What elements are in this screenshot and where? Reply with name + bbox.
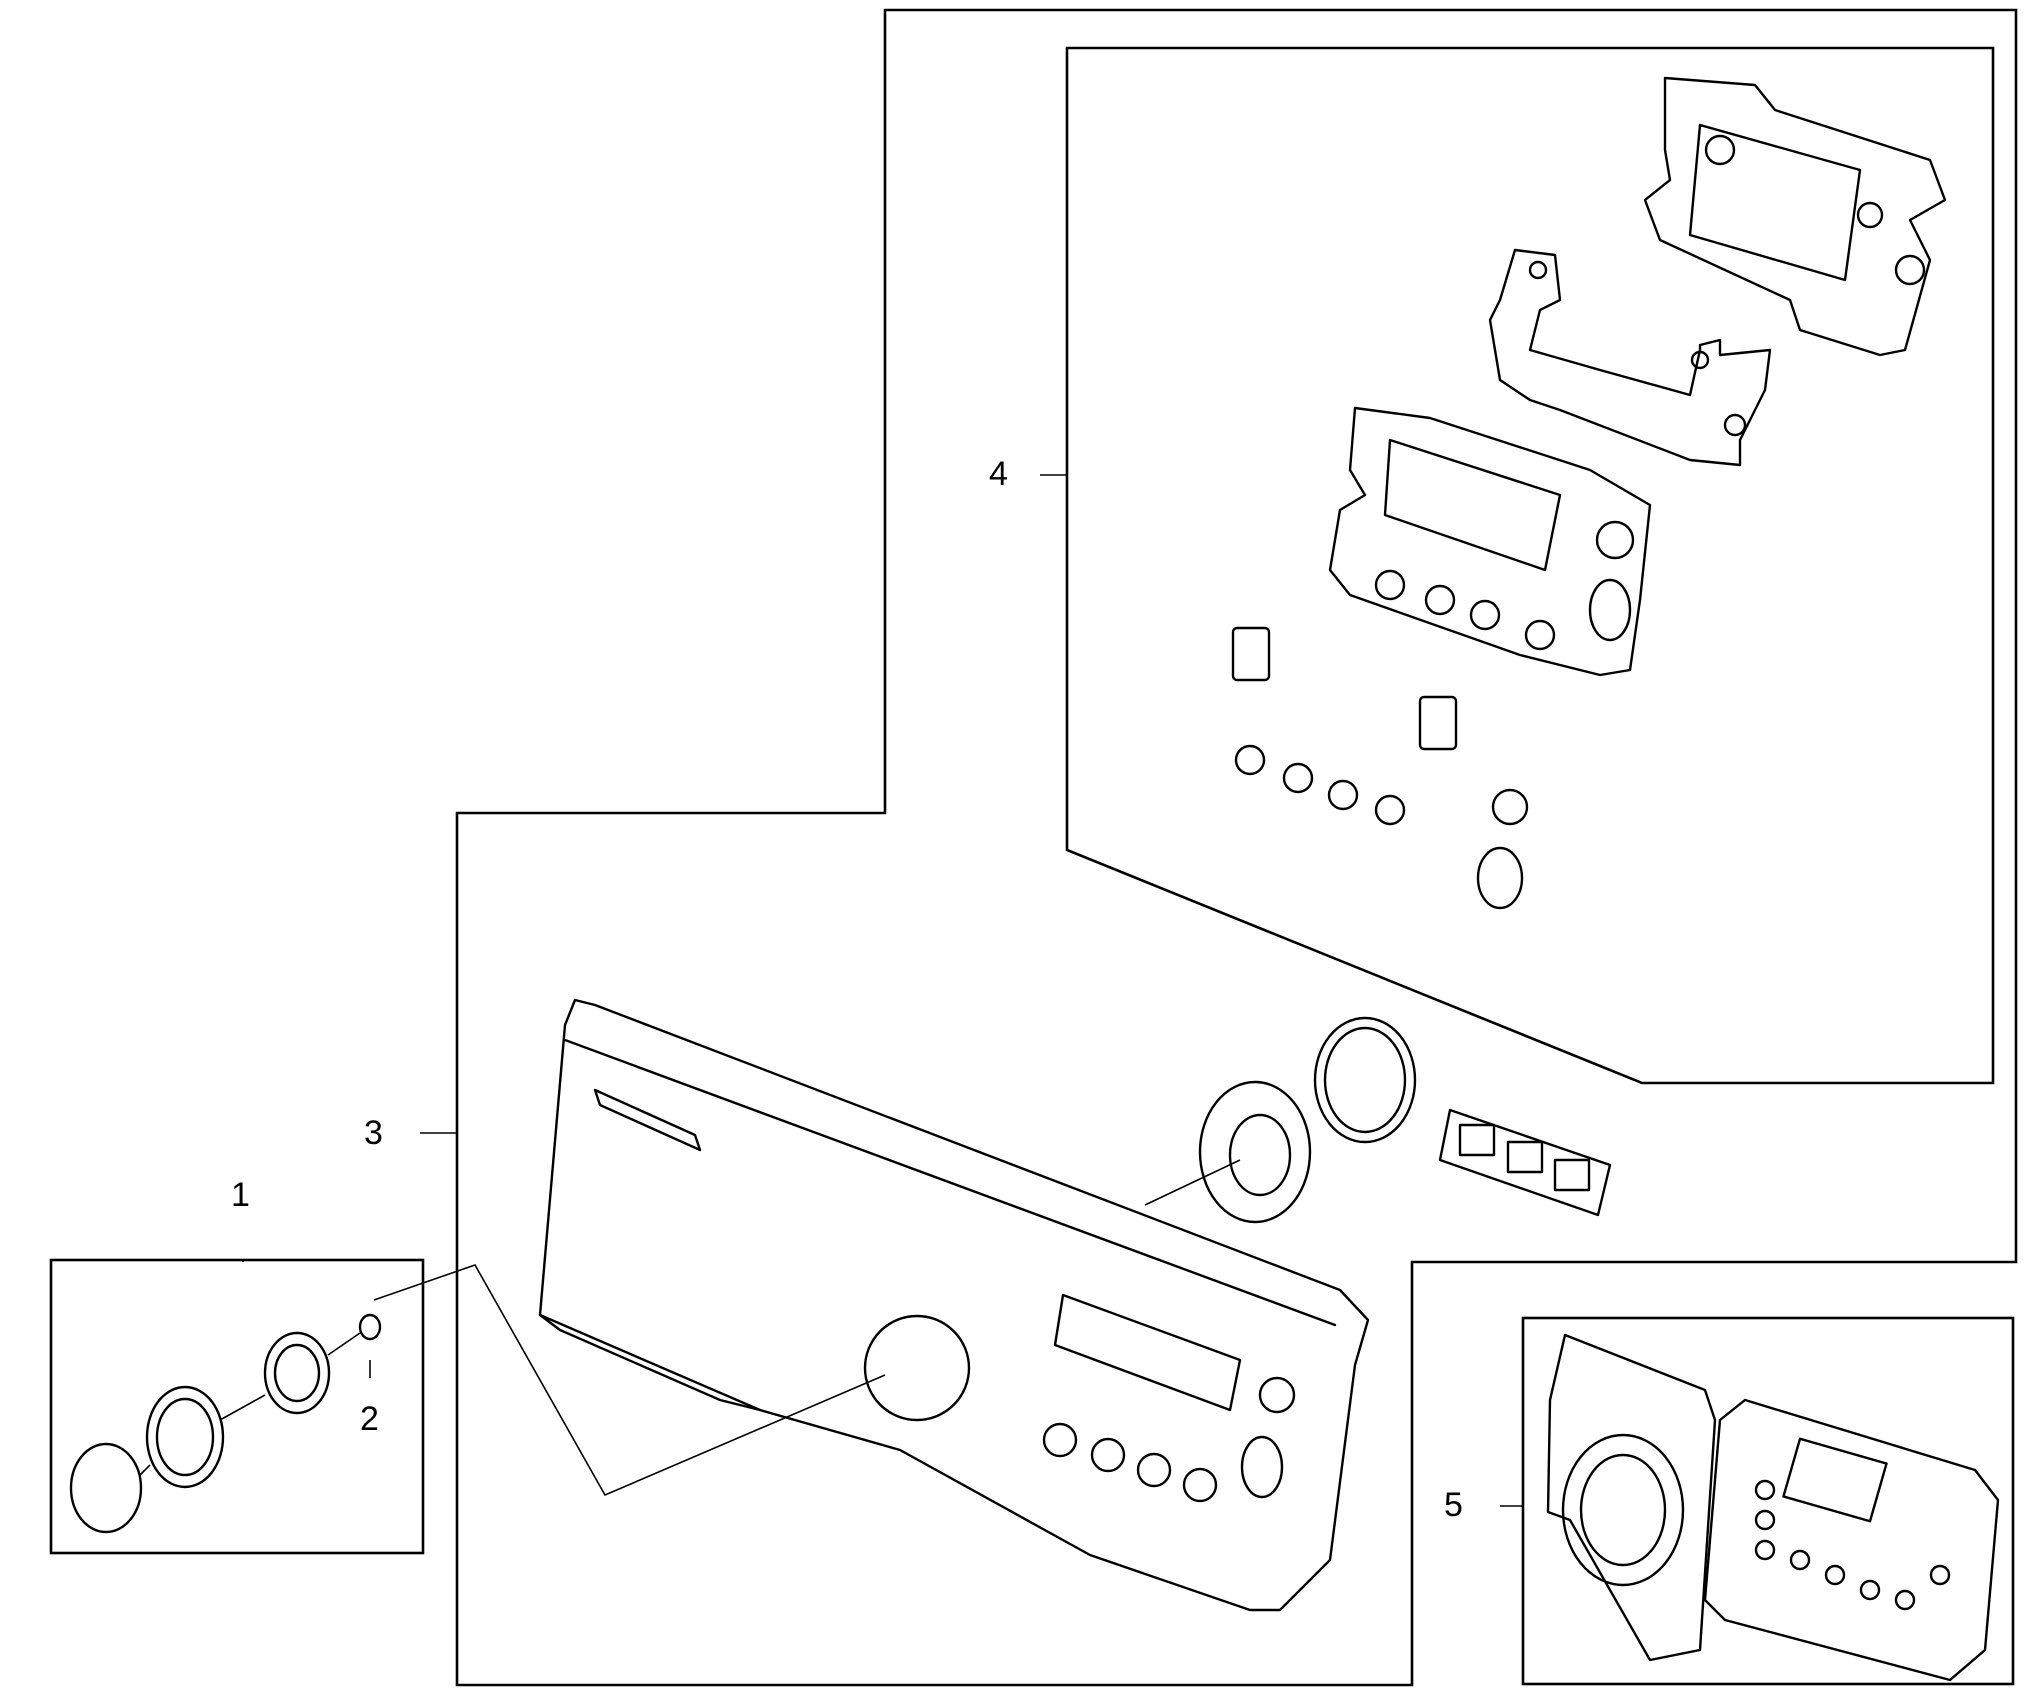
group-4-parts — [1231, 76, 1947, 910]
group-5-parts — [1546, 1333, 2000, 1682]
callout-5: 5 — [1444, 1486, 1463, 1524]
group-4-box — [1065, 46, 1995, 1085]
group-1-parts — [69, 1313, 382, 1534]
group-1-box — [49, 1258, 425, 1555]
callout-2: 2 — [360, 1400, 379, 1438]
control-panel — [373, 998, 1612, 1612]
assembly-3-frame — [455, 8, 2018, 1687]
callout-3: 3 — [364, 1114, 383, 1152]
callout-4: 4 — [989, 455, 1008, 493]
callout-1: 1 — [231, 1176, 250, 1214]
group-5-box — [1521, 1316, 2015, 1686]
